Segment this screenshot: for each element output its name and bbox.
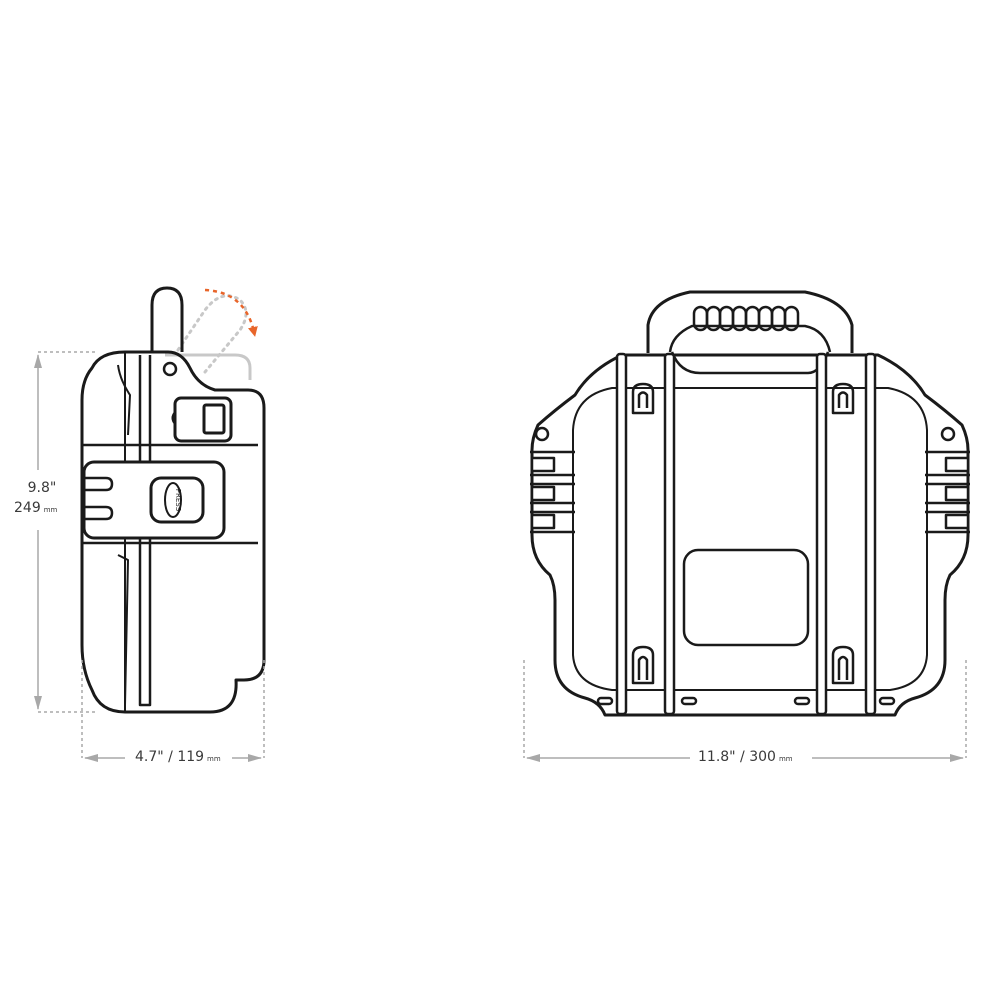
front-handle-icon <box>646 290 854 353</box>
width-unit: mm <box>778 755 793 763</box>
depth-value: 4.7" / 119 <box>135 749 205 765</box>
front-body-outline <box>530 353 970 717</box>
left-latch-ribs-icon <box>530 450 575 534</box>
width-value: 11.8" / 300 <box>698 749 776 765</box>
feet-slots <box>596 696 896 706</box>
height-dimension-inches: 9.8" <box>27 480 57 496</box>
label-plate <box>682 548 810 647</box>
side-handle-icon <box>150 286 184 352</box>
height-mm-unit: mm <box>43 506 58 514</box>
vertical-straps <box>615 352 877 716</box>
side-view: PRESS <box>80 286 266 714</box>
side-body-outline <box>80 350 266 714</box>
ghost-handle-icon <box>165 294 252 380</box>
height-mm-value: 249 <box>14 500 41 516</box>
handle-rotation-arrow-icon <box>204 288 258 337</box>
padlock-tabs-icon <box>631 382 855 685</box>
front-dimension-lines <box>523 660 967 762</box>
handle-grip-icon <box>692 305 800 332</box>
press-badge-text: PRESS <box>174 489 182 512</box>
front-view <box>530 290 970 717</box>
side-dimension-lines <box>34 351 265 762</box>
right-latch-ribs-icon <box>925 450 970 534</box>
depth-unit: mm <box>207 755 221 763</box>
